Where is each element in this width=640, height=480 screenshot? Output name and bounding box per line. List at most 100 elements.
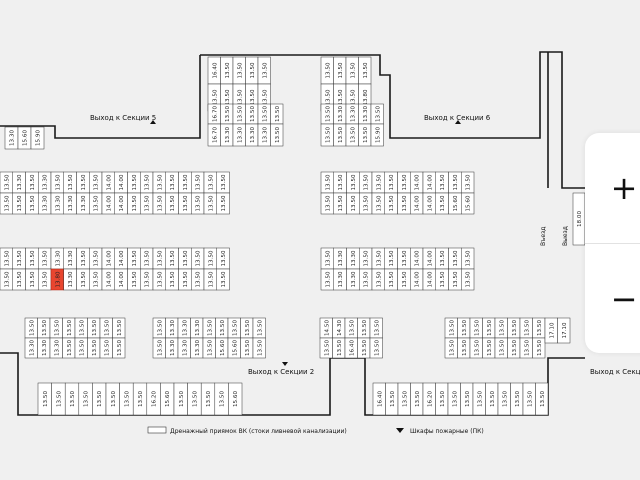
parking-space-price: 13.30 (43, 195, 49, 211)
parking-space-price: 13.30 (250, 127, 256, 143)
parking-space-price: 14.30 (337, 320, 343, 336)
parking-space-price: 13.30 (68, 195, 74, 211)
parking-space-price: 13.50 (225, 89, 231, 105)
parking-space-price: 16.20 (427, 391, 433, 407)
parking-space[interactable] (370, 123, 384, 147)
parking-space-price: 13.50 (402, 391, 408, 407)
parking-space-price: 13.50 (17, 250, 23, 266)
parking-space-price: 13.30 (237, 127, 243, 143)
parking-space-price: 13.30 (363, 106, 369, 122)
parking-space-price: 14.00 (415, 195, 421, 211)
parking-space-price: 13.50 (515, 391, 521, 407)
parking-space-price: 13.50 (449, 340, 455, 356)
parking-space-price: 13.50 (474, 320, 480, 336)
parking-space-price: 13.50 (56, 391, 62, 407)
parking-space-price: 13.50 (440, 271, 446, 287)
parking-space-price: 13.50 (157, 250, 163, 266)
parking-space[interactable] (532, 337, 546, 359)
parking-space-price: 13.50 (275, 106, 281, 122)
parking-space-price: 14.50 (324, 320, 330, 336)
parking-space-price: 13.50 (487, 340, 493, 356)
parking-space-price: 13.80 (55, 271, 61, 287)
parking-space-price: 13.50 (208, 174, 214, 190)
parking-space-price: 13.50 (4, 195, 10, 211)
parking-space-price: 13.50 (376, 174, 382, 190)
parking-space-price: 13.50 (221, 174, 227, 190)
parking-space-price: 13.50 (237, 106, 243, 122)
parking-space-price: 13.50 (350, 89, 356, 105)
parking-space-price: 13.30 (338, 106, 344, 122)
parking-space-price: 13.50 (221, 250, 227, 266)
parking-space-price: 13.30 (43, 174, 49, 190)
parking-space-price: 13.50 (250, 106, 256, 122)
parking-space-price: 13.50 (477, 391, 483, 407)
parking-space[interactable] (369, 337, 383, 359)
parking-space-price: 13.50 (245, 340, 251, 356)
parking-space-price: 15.60 (453, 195, 459, 211)
parking-space-price: 13.50 (4, 271, 10, 287)
parking-space[interactable] (228, 382, 243, 416)
parking-space[interactable] (270, 123, 284, 147)
parking-space-price: 13.50 (207, 340, 213, 356)
parking-space-price: 13.50 (196, 271, 202, 287)
parking-space-price: 13.50 (111, 391, 117, 407)
parking-space-price: 14.00 (106, 250, 112, 266)
parking-space-price: 13.50 (225, 106, 231, 122)
parking-space-price: 13.50 (462, 320, 468, 336)
parking-space[interactable] (535, 382, 549, 416)
parking-space-price: 17.10 (562, 322, 568, 338)
parking-space-price: 13.50 (465, 391, 471, 407)
parking-space-price: 13.50 (363, 127, 369, 143)
parking-space-price: 13.50 (212, 89, 218, 105)
parking-space-price: 13.50 (29, 320, 35, 336)
parking-space-price: 13.50 (502, 391, 508, 407)
parking-space-price: 13.50 (389, 174, 395, 190)
parking-space-price: 13.50 (512, 320, 518, 336)
parking-space-price: 13.50 (17, 195, 23, 211)
fire-cabinet-icon (282, 362, 288, 366)
parking-space-price: 16.70 (212, 127, 218, 143)
parking-space[interactable] (557, 317, 571, 344)
parking-space-price: 13.50 (30, 271, 36, 287)
parking-space-price: 13.50 (94, 174, 100, 190)
parking-space-price: 13.50 (376, 250, 382, 266)
parking-space-price: 13.50 (43, 250, 49, 266)
zoom-controls: + − (585, 133, 640, 353)
parking-space-price: 16.40 (212, 62, 218, 78)
parking-space-price: 13.50 (132, 195, 138, 211)
parking-space[interactable] (216, 192, 230, 215)
parking-space[interactable] (252, 337, 266, 359)
parking-space-price: 13.30 (182, 340, 188, 356)
parking-space-price: 13.50 (92, 340, 98, 356)
parking-space[interactable] (112, 337, 126, 359)
parking-space-price: 13.50 (79, 340, 85, 356)
parking-space-price: 13.50 (117, 320, 123, 336)
parking-space-price: 13.50 (415, 391, 421, 407)
parking-space-price: 13.50 (275, 127, 281, 143)
parking-space[interactable] (30, 126, 45, 150)
parking-space-price: 13.50 (117, 340, 123, 356)
parking-space-price: 13.50 (30, 195, 36, 211)
parking-space-price: 13.50 (325, 174, 331, 190)
drain-legend-icon (147, 426, 167, 434)
exit-section-5-label: Выход к Секции 5 (90, 114, 156, 122)
zoom-out-button[interactable]: − (585, 243, 640, 353)
parking-space-price: 13.50 (349, 320, 355, 336)
parking-space-price: 13.50 (132, 250, 138, 266)
parking-space-price: 13.50 (453, 174, 459, 190)
parking-space-price: 13.50 (499, 320, 505, 336)
parking-spaces: 16.40 13.50 13.50 13.50 13.50 13.50 13.50 13.50… (0, 56, 598, 416)
parking-space-price: 13.50 (466, 174, 472, 190)
zoom-in-button[interactable]: + (585, 133, 640, 243)
parking-space-price: 13.50 (390, 391, 396, 407)
parking-space[interactable] (461, 268, 475, 291)
parking-space-price: 13.50 (537, 320, 543, 336)
exit-section-2-label: Выход к Секции 2 (248, 368, 314, 376)
parking-space-price: 13.50 (81, 174, 87, 190)
parking-space-price: 13.50 (208, 271, 214, 287)
parking-space-price: 16.20 (152, 391, 158, 407)
parking-space-price: 15.90 (36, 130, 42, 146)
parking-space-price: 13.50 (221, 271, 227, 287)
parking-space[interactable] (461, 192, 475, 215)
parking-space[interactable] (216, 268, 230, 291)
